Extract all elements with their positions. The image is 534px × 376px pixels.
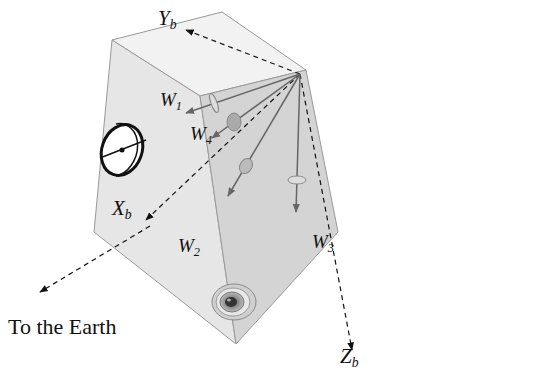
axis-label: Xb: [112, 198, 132, 222]
wheel-label-text: W2: [178, 235, 200, 256]
y-axis: [186, 30, 300, 74]
wheel-label: W3: [312, 232, 334, 254]
axis-label: Yb: [158, 8, 177, 32]
wheel-label-text: W4: [190, 123, 212, 144]
camera-lens: [212, 284, 256, 320]
earth-direction: [40, 226, 150, 292]
wheel-label: W1: [160, 90, 182, 112]
axis-label-text: Zb: [340, 344, 359, 368]
direction-label-text: To the Earth: [8, 314, 116, 339]
right-face: [200, 70, 338, 344]
wheel-label: W2: [178, 236, 200, 258]
wheel-label-text: W1: [160, 89, 182, 110]
antenna-dish: [94, 119, 149, 182]
x-axis: [146, 74, 300, 220]
axis-label-text: Yb: [158, 6, 177, 30]
wheel-discs: [208, 93, 306, 184]
direction-label: To the Earth: [8, 316, 116, 338]
reaction-wheels: [186, 74, 300, 212]
z-axis: [300, 74, 352, 350]
wheel-label-text: W3: [312, 231, 334, 252]
axis-label: Zb: [340, 346, 359, 370]
axis-label-text: Xb: [112, 196, 132, 220]
wheel-label: W4: [190, 124, 212, 146]
